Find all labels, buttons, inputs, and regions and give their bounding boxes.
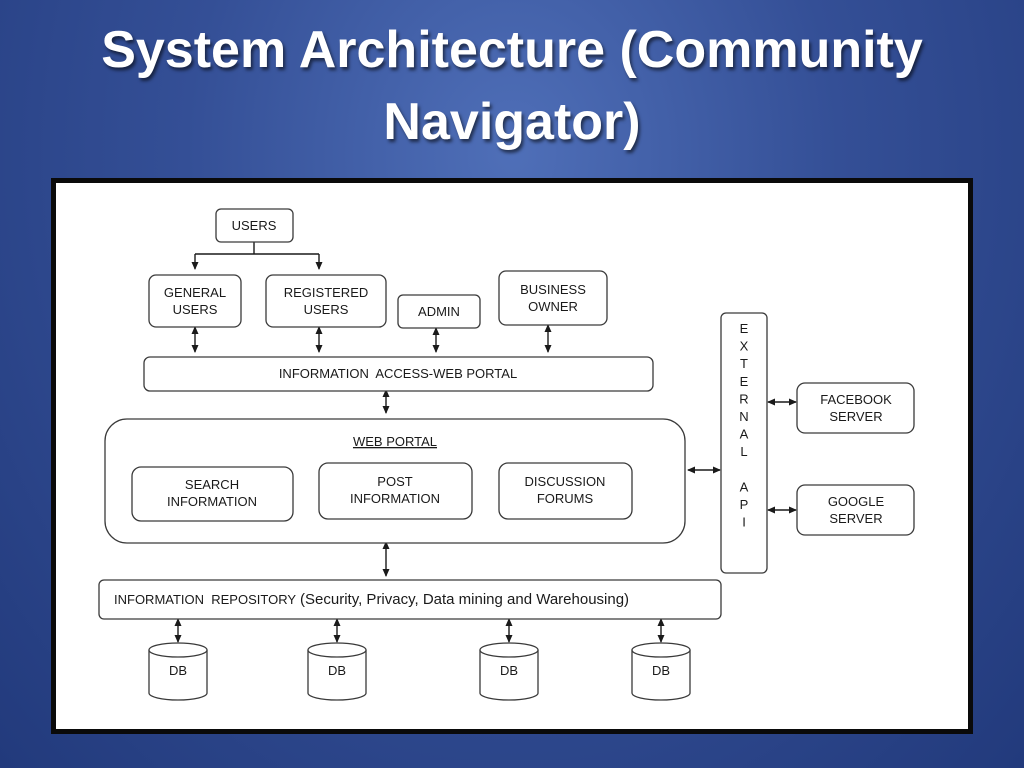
information-repository-label: INFORMATION REPOSITORY (Security, Privacy…: [114, 591, 629, 608]
users-label: USERS: [232, 218, 277, 233]
diagram-frame: USERS GENERAL USERS REGISTERED USERS ADM…: [51, 178, 973, 734]
registered-users-box: REGISTERED USERS: [265, 274, 387, 328]
external-api-letter: X: [740, 339, 749, 354]
admin-box: ADMIN: [397, 294, 481, 329]
database-2-label: DB: [328, 663, 346, 678]
google-server-label-1: GOOGLE: [828, 494, 885, 509]
general-users-label-2: USERS: [173, 302, 218, 317]
access-web-portal-label: INFORMATION ACCESS-WEB PORTAL: [279, 366, 517, 381]
business-owner-box: BUSINESS OWNER: [498, 270, 608, 326]
post-information-label-2: INFORMATION: [350, 491, 440, 506]
google-server-box: GOOGLE SERVER: [796, 484, 915, 536]
post-information-label-1: POST: [377, 474, 412, 489]
registered-users-label-1: REGISTERED: [284, 285, 369, 300]
discussion-forums-box: DISCUSSION FORUMS: [498, 462, 633, 520]
external-api-letter: P: [740, 497, 749, 512]
diagram-canvas: USERS GENERAL USERS REGISTERED USERS ADM…: [56, 183, 968, 729]
general-users-label-1: GENERAL: [164, 285, 226, 300]
admin-label: ADMIN: [418, 304, 460, 319]
business-owner-label-1: BUSINESS: [520, 282, 586, 297]
external-api-letter: N: [739, 409, 748, 424]
search-information-label-2: INFORMATION: [167, 494, 257, 509]
database-1: DB: [148, 642, 208, 701]
external-api-letter: E: [740, 374, 749, 389]
users-box: USERS: [215, 208, 294, 243]
external-api-letter: A: [740, 427, 749, 442]
connectors: [174, 241, 797, 643]
facebook-server-box: FACEBOOK SERVER: [796, 382, 915, 434]
database-3: DB: [479, 642, 539, 701]
discussion-forums-label-1: DISCUSSION: [525, 474, 606, 489]
repository-detail: (Security, Privacy, Data mining and Ware…: [300, 591, 629, 608]
external-api-letter: L: [740, 444, 747, 459]
external-api-letter: E: [740, 321, 749, 336]
post-information-box: POST INFORMATION: [318, 462, 473, 520]
google-server-label-2: SERVER: [829, 511, 882, 526]
business-owner-label-2: OWNER: [528, 299, 578, 314]
information-repository-box: INFORMATION REPOSITORY (Security, Privacy…: [98, 579, 722, 620]
discussion-forums-label-2: FORUMS: [537, 491, 594, 506]
database-4-label: DB: [652, 663, 670, 678]
database-1-label: DB: [169, 663, 187, 678]
database-3-label: DB: [500, 663, 518, 678]
external-api-letter: T: [740, 356, 748, 371]
slide-title: System Architecture (Community Navigator…: [0, 14, 1024, 158]
slide-title-line-2: Navigator): [383, 93, 641, 151]
registered-users-label-2: USERS: [304, 302, 349, 317]
access-web-portal-box: INFORMATION ACCESS-WEB PORTAL: [143, 356, 654, 392]
search-information-box: SEARCH INFORMATION: [131, 466, 294, 522]
database-4: DB: [631, 642, 691, 701]
external-api-letter: R: [739, 391, 748, 406]
slide-title-line-1: System Architecture (Community: [101, 21, 923, 79]
repository-name: INFORMATION REPOSITORY: [114, 592, 296, 607]
architecture-diagram: USERS GENERAL USERS REGISTERED USERS ADM…: [98, 208, 915, 701]
database-2: DB: [307, 642, 367, 701]
external-api-letter: A: [740, 479, 749, 494]
facebook-server-label-1: FACEBOOK: [820, 392, 892, 407]
external-api-letter: I: [742, 515, 746, 530]
general-users-box: GENERAL USERS: [148, 274, 242, 328]
search-information-label-1: SEARCH: [185, 477, 239, 492]
web-portal-title: WEB PORTAL: [353, 434, 437, 449]
facebook-server-label-2: SERVER: [829, 409, 882, 424]
